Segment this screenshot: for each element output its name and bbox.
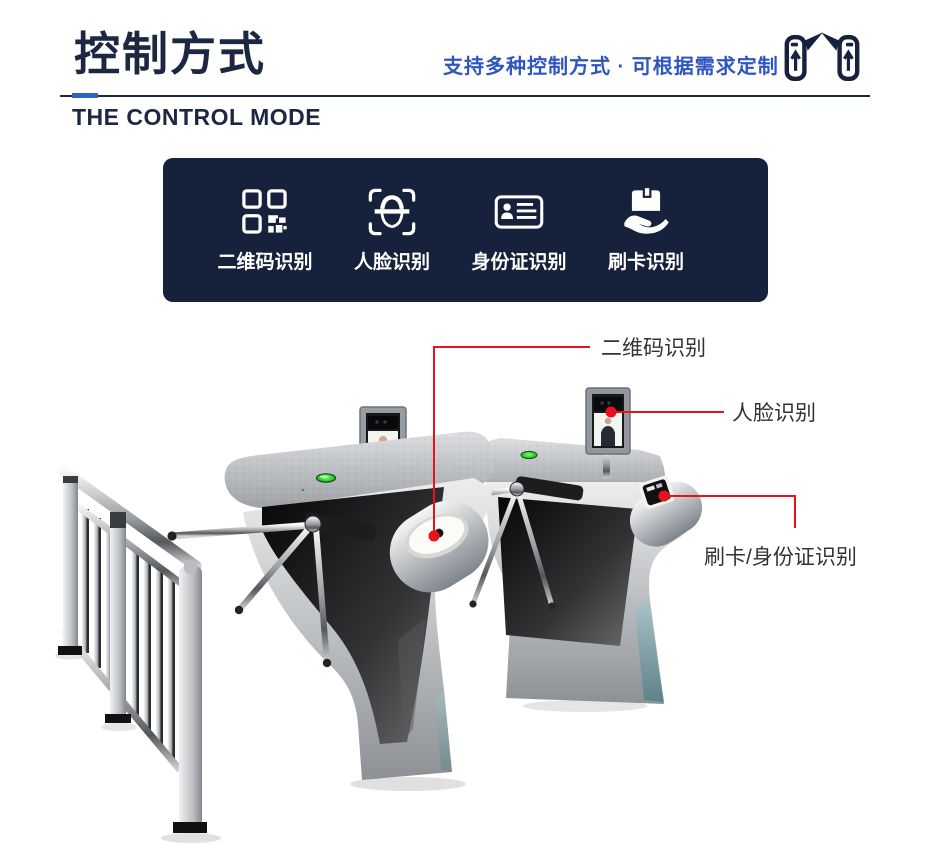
guardrail [56, 464, 207, 833]
turnstile-rear [436, 387, 703, 704]
callout-dots [428, 406, 670, 542]
feature-label: 二维码识别 [217, 252, 313, 273]
callout-line-card [664, 495, 796, 528]
qr-code-icon [242, 189, 287, 234]
feature-card-swipe: 刷卡识别 [584, 186, 708, 274]
header-divider-accent [72, 93, 98, 98]
callout-line-qr [433, 346, 590, 536]
callout-label-face: 人脸识别 [732, 402, 816, 425]
indicator-light-rear [520, 450, 538, 460]
turnstile-front [167, 406, 494, 780]
page-title: 控制方式 [74, 28, 266, 80]
control-modes-panel: 二维码识别 人脸识别 [163, 158, 768, 302]
card-swipe-icon [624, 188, 669, 234]
turnstile-gates-icon [784, 32, 860, 81]
feature-label: 刷卡识别 [607, 252, 684, 273]
indicator-light-front [315, 473, 337, 483]
feature-qr-code: 二维码识别 [203, 186, 327, 274]
feature-label: 人脸识别 [353, 252, 430, 273]
header-divider [60, 95, 870, 97]
railing-posts [58, 476, 207, 833]
tripod-arms-front [167, 512, 377, 668]
feature-face-recognition: 人脸识别 [330, 186, 454, 274]
face-recognition-icon [368, 188, 416, 236]
page-tagline: 支持多种控制方式 · 可根据需求定制 [443, 56, 779, 78]
product-scene: 二维码识别 人脸识别 刷卡/身份证识别 [55, 337, 857, 843]
feature-label: 身份证识别 [471, 252, 567, 273]
callout-label-qr: 二维码识别 [601, 337, 706, 360]
face-reader-rear [585, 387, 631, 478]
callouts [433, 346, 796, 536]
id-card-icon [494, 195, 544, 229]
feature-id-card: 身份证识别 [457, 186, 581, 274]
page-subtitle-en: THE CONTROL MODE [72, 104, 322, 130]
callout-label-card: 刷卡/身份证识别 [704, 546, 857, 569]
handrail [56, 464, 202, 572]
